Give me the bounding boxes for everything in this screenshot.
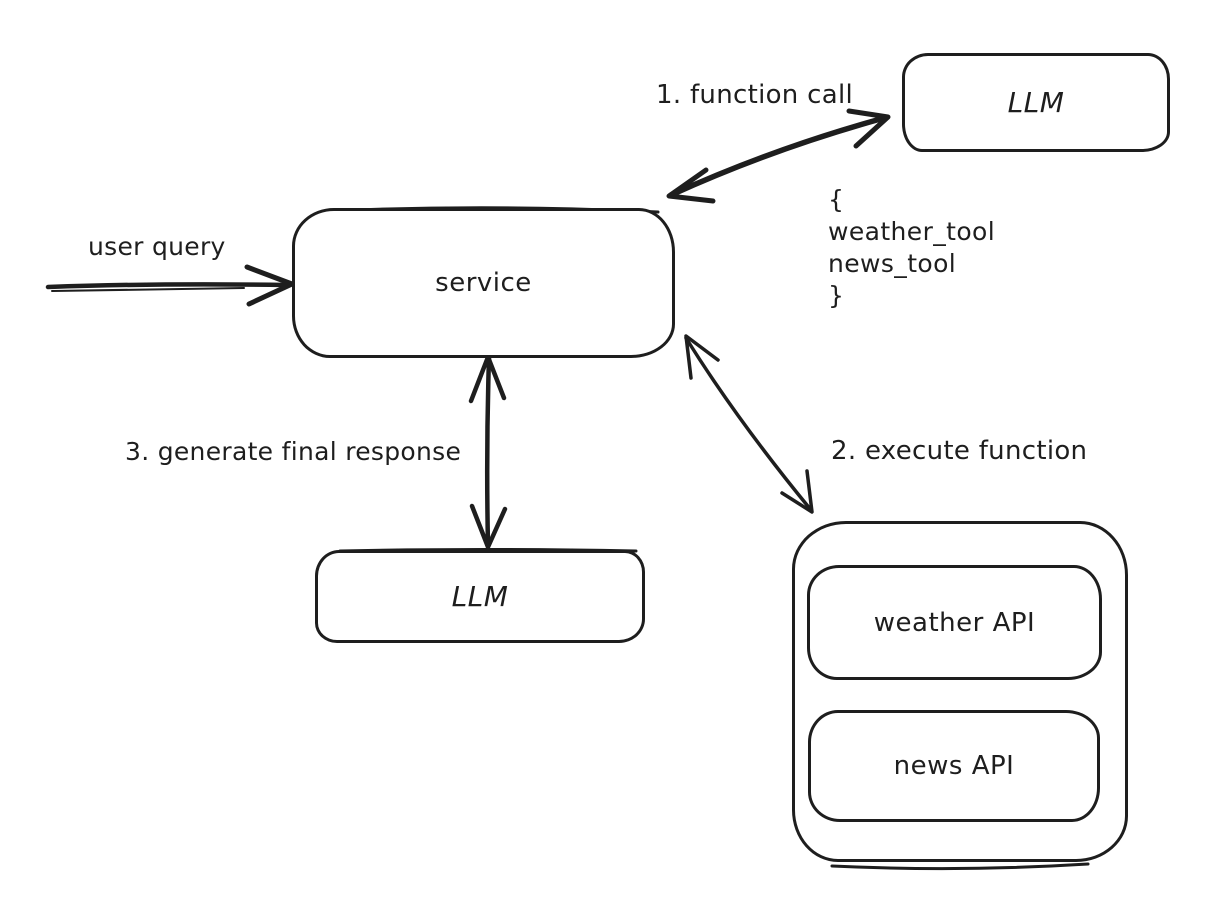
- node-weather-api-label: weather API: [873, 607, 1036, 638]
- node-service-label: service: [435, 268, 532, 298]
- node-news-api-label: news API: [893, 751, 1015, 781]
- node-llm-bottom: LLM: [315, 550, 645, 643]
- code-line-open-brace: {: [828, 185, 845, 214]
- label-user-query: user query: [88, 232, 226, 261]
- node-llm-top: LLM: [902, 53, 1170, 152]
- user-query-arrow: [45, 264, 295, 307]
- code-line-weather-tool: weather_tool: [828, 217, 996, 246]
- node-llm-bottom-label: LLM: [451, 580, 509, 613]
- label-execute-function: 2. execute function: [831, 436, 1088, 466]
- code-line-news-tool: news_tool: [828, 249, 957, 278]
- generate-response-arrow: [468, 354, 508, 550]
- code-line-close-brace: }: [828, 281, 845, 310]
- tools-code-block: { weather_tool news_tool }: [828, 184, 995, 312]
- function-call-arrow: [666, 108, 891, 204]
- label-generate-final-response: 3. generate final response: [125, 437, 462, 466]
- label-function-call: 1. function call: [656, 80, 854, 110]
- execute-function-arrow: [684, 334, 814, 514]
- node-llm-top-label: LLM: [1007, 86, 1065, 119]
- node-weather-api: weather API: [807, 565, 1102, 680]
- node-news-api: news API: [808, 710, 1100, 822]
- node-service: service: [292, 208, 675, 358]
